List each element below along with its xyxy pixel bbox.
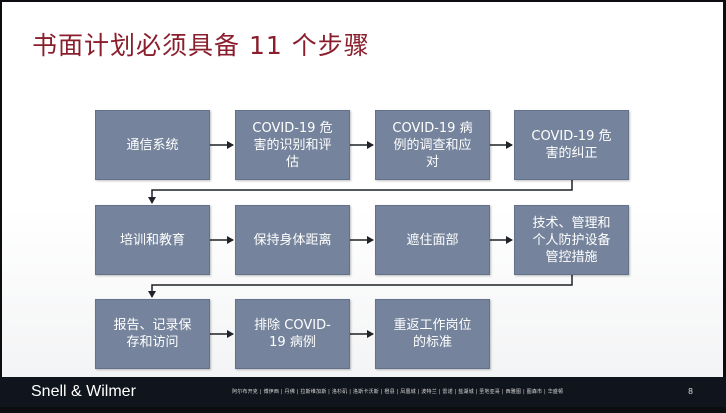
step-text: 培训和教育 [119, 232, 185, 248]
step-text: 通信系统 [126, 137, 179, 153]
step-box: COVID-19 危 害的识别和评 估 [235, 110, 350, 180]
step-text: 存和访问 [126, 335, 179, 350]
step-text: COVID-19 危 [252, 120, 333, 136]
step-box: COVID-19 危 害的纠正 [514, 110, 629, 180]
step-text: 保持身体距离 [253, 232, 332, 248]
step-box: 技术、管理和 个人防护设备 管控措施 [514, 205, 629, 275]
bottom-strip [0, 407, 726, 413]
step-text: 19 病例 [269, 335, 316, 350]
step-text: 害的纠正 [545, 146, 598, 161]
step-box: 保持身体距离 [235, 205, 350, 275]
step-box: COVID-19 病 例的调查和应 对 [375, 110, 490, 180]
step-box: 报告、记录保 存和访问 [95, 299, 210, 369]
slide-footer: Snell & Wilmer 阿尔布开克 | 博伊西 | 丹佛 | 拉斯维加斯 … [0, 377, 726, 407]
step-box: 排除 COVID- 19 病例 [235, 299, 350, 369]
step-box: 培训和教育 [95, 205, 210, 275]
page-number: 8 [688, 387, 694, 396]
step-text: 技术、管理和 [532, 215, 611, 231]
step-text: 估 [285, 154, 299, 170]
step-text: 的标准 [412, 335, 452, 350]
arrow-4-5 [148, 180, 573, 204]
step-text: COVID-19 危 [531, 129, 612, 144]
step-text: 个人防护设备 [532, 232, 611, 248]
step-text: 例的调查和应 [393, 137, 472, 153]
step-box: 遮住面部 [375, 205, 490, 275]
step-text: 害的识别和评 [253, 137, 332, 153]
step-text: 排除 COVID- [254, 318, 331, 333]
step-text: 重返工作岗位 [393, 318, 472, 333]
step-text: 对 [425, 154, 439, 170]
step-text: COVID-19 病 [392, 120, 473, 136]
step-box: 重返工作岗位 的标准 [375, 299, 490, 369]
step-box: 通信系统 [95, 110, 210, 180]
arrow-8-9 [148, 275, 573, 298]
brand-logo: Snell & Wilmer [31, 383, 136, 400]
step-text: 遮住面部 [406, 232, 459, 248]
slide: 书面计划必须具备 11 个步骤 通信系统 COVID-19 危 害的识别和评 估… [2, 2, 723, 377]
office-list: 阿尔布开克 | 博伊西 | 丹佛 | 拉斯维加斯 | 洛杉矶 | 洛斯卡沃斯 |… [232, 389, 564, 395]
step-text: 管控措施 [545, 249, 598, 265]
slide-title: 书面计划必须具备 11 个步骤 [32, 31, 370, 60]
step-text: 报告、记录保 [113, 318, 192, 333]
